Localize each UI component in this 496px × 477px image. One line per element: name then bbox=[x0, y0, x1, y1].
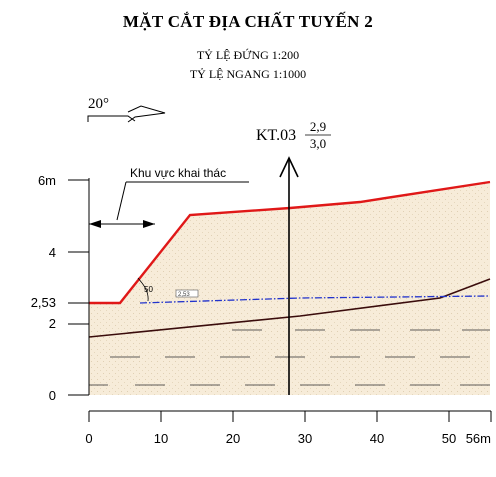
mining-area-callout: Khu vực khai thác bbox=[89, 166, 249, 228]
x-tick-50: 50 bbox=[442, 431, 456, 446]
water-level-flag-label: 2,53 bbox=[178, 292, 190, 298]
borehole-marker: KT.03 2,9 3,0 bbox=[256, 119, 331, 395]
water-level-flag: 2,53 bbox=[175, 289, 199, 298]
horizontal-scale-label: TỶ LỆ NGANG 1:1000 bbox=[189, 67, 307, 81]
x-axis bbox=[88, 410, 492, 422]
slope-angle-label: 50 bbox=[144, 285, 153, 294]
vertical-scale-label: TỶ LỆ ĐỨNG 1:200 bbox=[196, 48, 300, 62]
borehole-name: KT.03 bbox=[256, 127, 296, 144]
borehole-top-value: 2,9 bbox=[310, 119, 326, 134]
north-arrow-label: 20° bbox=[88, 96, 109, 112]
layer-boundary-line bbox=[88, 278, 491, 338]
borehole-bottom-value: 3,0 bbox=[310, 136, 326, 151]
y-tick-4: 4 bbox=[49, 245, 56, 260]
y-tick-0: 0 bbox=[49, 388, 56, 403]
x-tick-56m: 56m bbox=[466, 431, 491, 446]
y-tick-2-53: 2,53 bbox=[31, 295, 56, 310]
slope-angle-marker: 50 bbox=[137, 277, 153, 302]
lower-layer-hatching bbox=[89, 329, 490, 386]
x-tick-0: 0 bbox=[85, 431, 92, 446]
water-table-line bbox=[139, 295, 491, 304]
north-arrow: 20° bbox=[87, 96, 166, 123]
y-tick-2: 2 bbox=[49, 316, 56, 331]
x-tick-40: 40 bbox=[370, 431, 384, 446]
page-title: MẶT CẮT ĐỊA CHẤT TUYẾN 2 bbox=[122, 12, 374, 31]
x-tick-10: 10 bbox=[154, 431, 168, 446]
ground-surface-line bbox=[89, 180, 491, 305]
y-tick-6m: 6m bbox=[38, 173, 56, 188]
x-tick-20: 20 bbox=[226, 431, 240, 446]
x-tick-30: 30 bbox=[298, 431, 312, 446]
mining-area-label: Khu vực khai thác bbox=[130, 166, 226, 180]
y-axis bbox=[68, 178, 90, 396]
